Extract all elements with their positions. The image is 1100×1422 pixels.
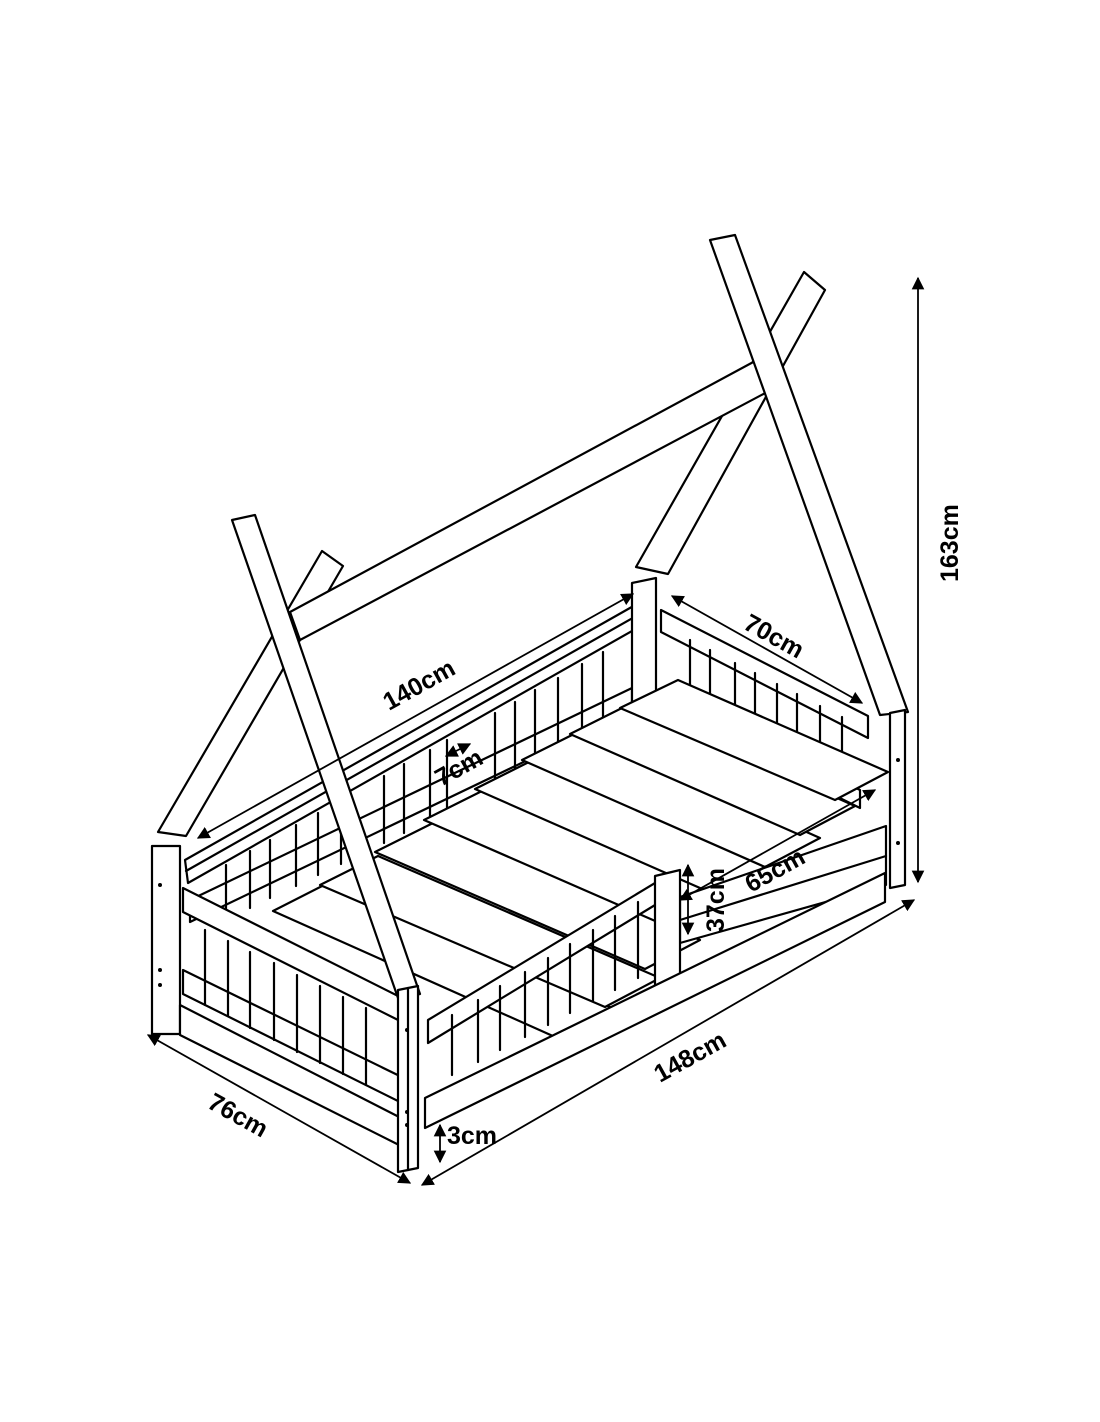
total-length-dimension-line [420,899,916,1186]
total-length-label: 148cm [649,1026,731,1088]
rail-height-label: 37cm [702,868,730,932]
height-label: 163cm [936,504,964,582]
frame-width-dimension-line [670,595,864,704]
frame-length-dimension-line [196,593,635,839]
dimension-lines [146,276,925,1186]
front-right-roof-beam [708,233,910,717]
slat-gap-dimension-line [444,743,472,757]
frame-length-label: 140cm [378,654,460,716]
back-right-post [888,708,907,890]
floor-clearance-label: 3cm [447,1122,497,1150]
total-width-label: 76cm [203,1088,273,1143]
total-width-dimension-line [146,1034,412,1184]
front-left-post [396,984,420,1174]
mattress-width-dimension-line [678,789,877,901]
